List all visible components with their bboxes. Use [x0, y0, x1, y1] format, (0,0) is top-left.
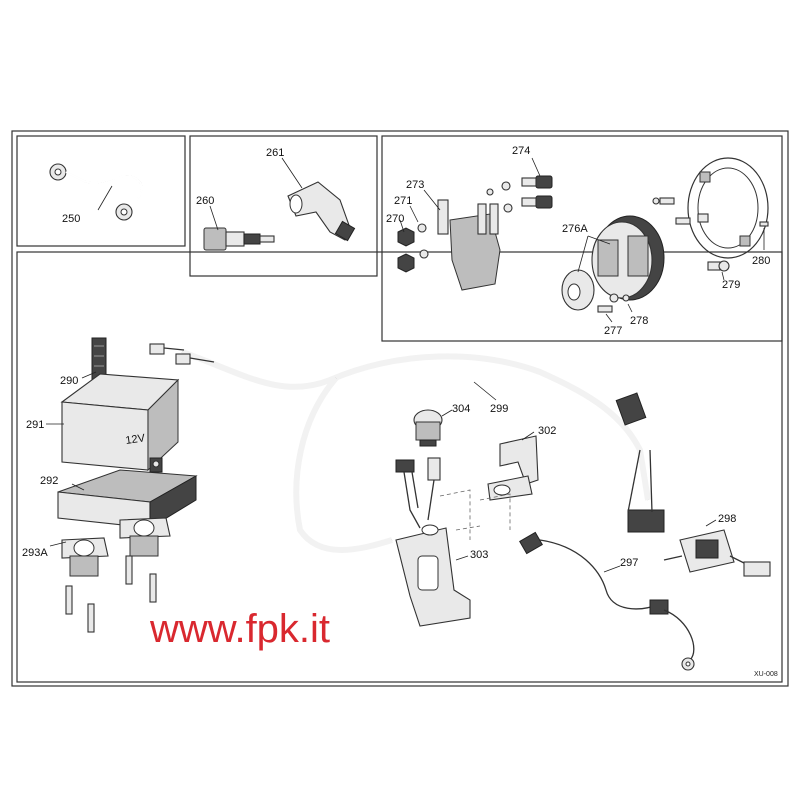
ignition-coil-273: [423, 189, 501, 291]
panel-battery-cable: [16, 135, 186, 247]
bolts: [65, 555, 157, 633]
bracket-303: [395, 524, 471, 627]
label-274: 274: [512, 145, 530, 157]
label-303: 303: [470, 549, 488, 561]
cable-297: [519, 531, 695, 671]
label-291: 291: [26, 419, 44, 431]
wiring-harness-299: [149, 343, 665, 553]
label-279: 279: [722, 279, 740, 291]
fuse-holder-298: [663, 519, 771, 577]
drawing-code: XU-008: [754, 671, 778, 678]
nuts-270-271: [397, 205, 429, 273]
spark-plug-260: [203, 205, 275, 251]
clamps-293A: [49, 517, 171, 577]
bracket-302: [487, 431, 539, 501]
panel-ignition: [381, 135, 783, 342]
label-292: 292: [40, 475, 58, 487]
battery-tray-292: [57, 457, 198, 529]
label-273: 273: [406, 179, 424, 191]
screws-fixing: [652, 197, 769, 250]
screw-277-washer-278: [597, 293, 633, 323]
screw-279: [707, 260, 730, 281]
label-297: 297: [620, 557, 638, 569]
label-260: 260: [196, 195, 214, 207]
panel-main: [16, 251, 783, 683]
rotor-276A: [561, 215, 665, 311]
label-278: 278: [630, 315, 648, 327]
watermark-text: www.fpk.it: [149, 607, 330, 651]
battery-strap-290: [81, 337, 107, 383]
battery-cable-250: [49, 163, 143, 221]
switch-connector-bundle: [395, 457, 441, 529]
label-277: 277: [604, 325, 622, 337]
alignment-lines: [439, 489, 511, 540]
label-276A: 276A: [562, 223, 588, 235]
battery-291: 12V: [46, 373, 180, 472]
battery-12v-text: 12V: [125, 432, 147, 447]
mounting-studs-274: [486, 157, 553, 213]
stator-plate: [687, 157, 769, 259]
label-250: 250: [62, 213, 80, 225]
label-293A: 293A: [22, 547, 48, 559]
label-270: 270: [386, 213, 404, 225]
label-299: 299: [490, 403, 508, 415]
label-298: 298: [718, 513, 736, 525]
label-302: 302: [538, 425, 556, 437]
label-290: 290: [60, 375, 78, 387]
spark-plug-cap-261: [281, 157, 356, 242]
label-271: 271: [394, 195, 412, 207]
panel-spark-plug: [189, 135, 378, 277]
label-280: 280: [752, 255, 770, 267]
label-261: 261: [266, 147, 284, 159]
outer-frame: [11, 130, 789, 687]
label-304: 304: [452, 403, 470, 415]
switch-304: [413, 409, 453, 447]
